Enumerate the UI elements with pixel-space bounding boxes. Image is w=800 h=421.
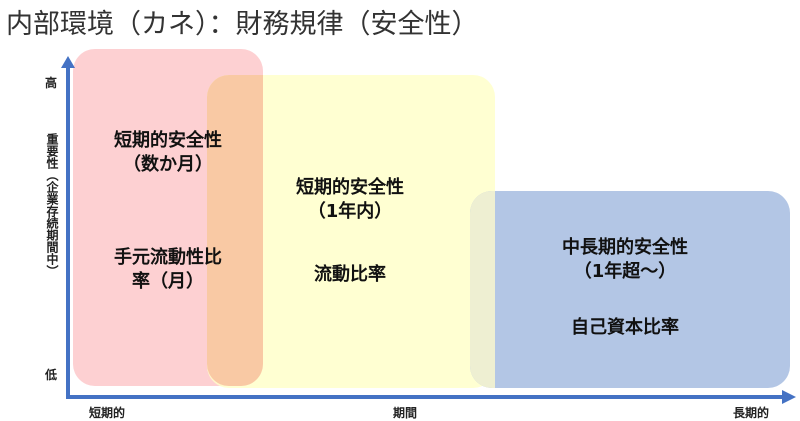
slide-title: 内部環境（カネ）：財務規律（安全性） bbox=[6, 9, 479, 40]
yellow-blue-overlap bbox=[470, 191, 495, 388]
pink-metric: 手元流動性比 率（月） bbox=[93, 246, 243, 294]
long-term-box bbox=[470, 191, 790, 388]
yellow-heading-line1: 短期的安全性 bbox=[296, 177, 404, 198]
x-axis-center-label: 期間 bbox=[393, 406, 418, 420]
y-axis-low-label: 低 bbox=[45, 368, 58, 382]
yellow-heading: 短期的安全性 （1年内） bbox=[275, 176, 425, 224]
pink-metric-line1: 手元流動性比 bbox=[114, 247, 222, 268]
pink-heading: 短期的安全性 （数か月） bbox=[93, 129, 243, 177]
blue-metric: 自己資本比率 bbox=[571, 317, 679, 338]
blue-heading-line2: （1年超～） bbox=[573, 261, 677, 282]
y-axis-title: 重要性（企業存続期間中） bbox=[45, 133, 59, 277]
y-axis bbox=[66, 66, 70, 398]
blue-heading: 中長期的安全性 （1年超～） bbox=[540, 236, 710, 284]
y-axis-high-label: 高 bbox=[45, 76, 58, 90]
pink-metric-line2: 率（月） bbox=[132, 271, 204, 292]
y-axis-arrow-icon bbox=[61, 56, 75, 68]
x-axis-left-label: 短期的 bbox=[89, 406, 126, 420]
pink-yellow-overlap bbox=[207, 75, 263, 386]
pink-heading-line2: （数か月） bbox=[123, 154, 213, 175]
yellow-metric: 流動比率 bbox=[314, 264, 386, 285]
x-axis bbox=[66, 395, 784, 399]
blue-heading-line1: 中長期的安全性 bbox=[562, 237, 688, 258]
pink-heading-line1: 短期的安全性 bbox=[114, 130, 222, 151]
yellow-heading-line2: （1年内） bbox=[307, 201, 393, 222]
x-axis-right-label: 長期的 bbox=[733, 406, 770, 420]
x-axis-arrow-icon bbox=[782, 390, 796, 404]
